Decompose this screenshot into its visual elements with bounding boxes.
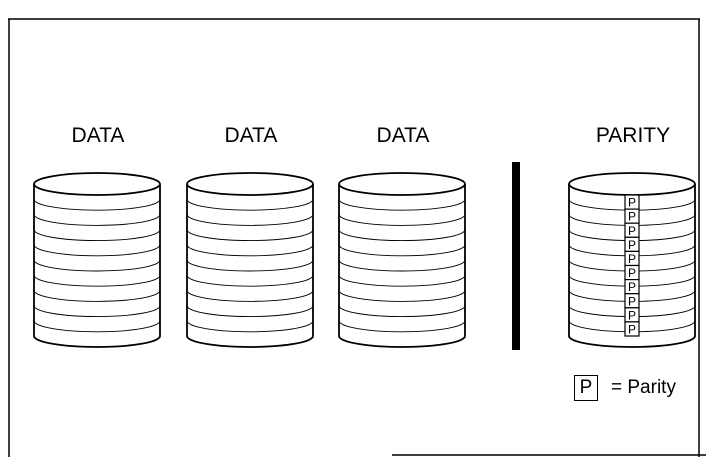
disk-label-1: DATA: [71, 124, 125, 147]
legend-parity-text: = Parity: [611, 377, 676, 398]
parity-block-letter: P: [628, 210, 636, 224]
data-disk-2: [186, 172, 314, 348]
platter-line: [338, 229, 466, 242]
parity-block-letter: P: [628, 323, 636, 337]
parity-block-letter: P: [628, 308, 636, 322]
platter-line: [33, 244, 161, 257]
disk-body: [338, 184, 466, 348]
platter-line: [33, 290, 161, 302]
platter-line: [186, 275, 314, 287]
disk-top: [186, 172, 314, 196]
platter-line: [186, 259, 314, 272]
parity-block-letter: P: [628, 196, 636, 210]
platter-line: [186, 320, 314, 333]
disk-body: [33, 184, 161, 348]
parity-block-letter: P: [628, 252, 636, 266]
parity-block-letter: P: [628, 280, 636, 294]
disk-body: [186, 184, 314, 348]
parity-block-letter: P: [628, 238, 636, 252]
disk-top: [33, 172, 161, 196]
disk-label-parity: PARITY: [595, 124, 671, 147]
platter-line: [33, 259, 161, 272]
parity-block-letter: P: [628, 266, 636, 280]
platter-line: [338, 199, 466, 211]
platter-line: [338, 244, 466, 257]
disk-top: [568, 172, 696, 196]
platter-line: [186, 229, 314, 242]
platter-line: [33, 229, 161, 242]
separator-bar: [512, 162, 520, 350]
platter-line: [186, 244, 314, 257]
platter-line: [186, 214, 314, 226]
parity-block-letter: P: [628, 294, 636, 308]
platter-line: [33, 214, 161, 226]
disk-label-3: DATA: [376, 124, 430, 147]
platter-line: [338, 214, 466, 226]
disk-top: [338, 172, 466, 196]
platter-line: [186, 305, 314, 318]
platter-line: [338, 320, 466, 333]
data-disk-3: [338, 172, 466, 348]
platter-line: [186, 290, 314, 302]
platter-line: [33, 320, 161, 333]
data-disk-1: [33, 172, 161, 348]
platter-line: [338, 305, 466, 318]
legend-parity-symbol: P: [574, 375, 598, 401]
parity-block-letter: P: [628, 224, 636, 238]
disk-label-2: DATA: [224, 124, 278, 147]
platter-line: [186, 199, 314, 211]
platter-line: [33, 275, 161, 287]
platter-line: [33, 199, 161, 211]
platter-line: [338, 290, 466, 302]
parity-block: [624, 321, 640, 337]
platter-line: [338, 275, 466, 287]
platter-line: [338, 259, 466, 272]
platter-line: [33, 305, 161, 318]
